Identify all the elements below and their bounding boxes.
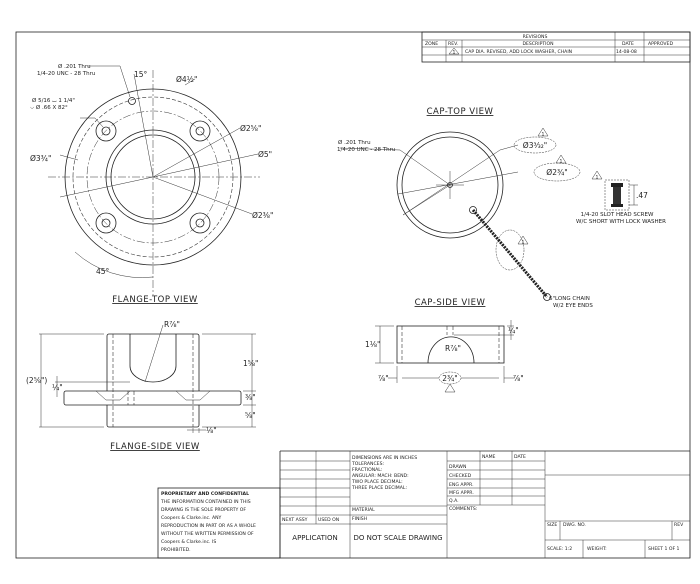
scale-label: SCALE: 1:2 bbox=[547, 546, 572, 552]
dim-angle-45: 45° bbox=[96, 267, 110, 276]
rev-header-rev: REV. bbox=[448, 41, 458, 47]
dim-dia-a: Ø2⅝" bbox=[240, 124, 261, 133]
tolerance-text: ANGULAR: MACH: BEND: bbox=[352, 473, 409, 479]
used-on-label: USED ON bbox=[318, 517, 339, 523]
flange-top-view-title: FLANGE-TOP VIEW bbox=[112, 295, 198, 305]
tolerance-text: DIMENSIONS ARE IN INCHES bbox=[352, 455, 417, 461]
dim-height-top: 1⅝" bbox=[243, 359, 259, 368]
dim-cap-left: ⅞" bbox=[378, 374, 389, 383]
chain-note-ends: W/2 EYE ENDS bbox=[553, 303, 593, 309]
rev-header-description: DESCRIPTION bbox=[522, 41, 553, 47]
cap-side-view: CAP-SIDE VIEW 1⅛" R⅞" ¼" ⅞" 2¾" ⅞" R⅞" bbox=[365, 298, 524, 393]
cap-hole-note: Ø .201 Thru bbox=[338, 139, 371, 146]
cap-top-view-title: CAP-TOP VIEW bbox=[427, 107, 494, 117]
dim-radius: R⅞" bbox=[164, 320, 180, 329]
proprietary-text: THE INFORMATION CONTAINED IN THIS bbox=[160, 499, 251, 505]
screw-note-washer: W/C SHORT WITH LOCK WASHER bbox=[576, 219, 666, 225]
cap-side-view-title: CAP-SIDE VIEW bbox=[415, 298, 486, 308]
dim-cap-height: 1⅛" bbox=[365, 340, 381, 349]
dim-cap-dia-inner: Ø2¾" bbox=[546, 168, 567, 177]
dim-cap-right: ⅞" bbox=[513, 374, 524, 383]
dwg-no-label: DWG. NO. bbox=[563, 522, 586, 528]
screw-icon bbox=[604, 179, 638, 211]
chain-note: 6"LONG CHAIN bbox=[549, 296, 590, 302]
revision-triangle-icon: 1 bbox=[448, 47, 460, 56]
proprietary-text: PROHIBITED. bbox=[161, 547, 191, 553]
dim-wall: ⅛" bbox=[206, 426, 217, 435]
svg-text:1: 1 bbox=[453, 50, 456, 56]
hole-note: Ø .201 Thru bbox=[58, 63, 91, 70]
revision-triangle-icon: 1 bbox=[591, 170, 603, 181]
rev-label: REV bbox=[674, 522, 684, 528]
sheet-label: SHEET 1 OF 1 bbox=[648, 546, 680, 552]
svg-text:1: 1 bbox=[542, 132, 545, 138]
dim-cap-dia-outer: Ø3³⁄₃₂" bbox=[523, 141, 547, 150]
tolerance-text: TOLERANCES: bbox=[351, 461, 384, 467]
approval-checked: CHECKED bbox=[449, 473, 472, 479]
title-block: PROPRIETARY AND CONFIDENTIAL THE INFORMA… bbox=[157, 450, 691, 559]
countersink-note-angle: ⌵ Ø .66 X 82° bbox=[30, 104, 68, 111]
dim-cap-radius: R⅞" bbox=[445, 344, 461, 353]
dim-overall-height: (2⅝") bbox=[26, 376, 47, 385]
dim-dia-left: Ø3¾" bbox=[30, 154, 51, 163]
drawing-frame bbox=[15, 31, 691, 559]
dim-dia-b: Ø5" bbox=[258, 150, 272, 159]
tolerance-text: THREE PLACE DECIMAL: bbox=[351, 485, 407, 491]
revision-date: 14-08-08 bbox=[616, 49, 637, 55]
dim-cap-top: ¼" bbox=[508, 326, 519, 335]
svg-text:1: 1 bbox=[596, 175, 599, 181]
dim-angle-15: 15° bbox=[134, 70, 148, 79]
date-header: DATE bbox=[514, 454, 526, 460]
material-label: MATERIAL bbox=[352, 507, 375, 513]
revision-triangle-icon: 1 bbox=[517, 235, 529, 246]
rev-header-zone: ZONE bbox=[425, 41, 438, 47]
proprietary-text: WITHOUT THE WRITTEN PERMISSION OF bbox=[161, 531, 254, 537]
dim-screw: .47 bbox=[636, 191, 648, 200]
proprietary-text: DRAWING IS THE SOLE PROPERTY OF bbox=[161, 507, 246, 513]
rev-header-approved: APPROVED bbox=[648, 41, 673, 47]
revision-triangle-icon: R⅞" bbox=[444, 383, 456, 393]
revision-triangle-icon: 1 bbox=[537, 127, 549, 138]
tolerance-text: TWO PLACE DECIMAL: bbox=[351, 479, 403, 485]
flange-side-view-title: FLANGE-SIDE VIEW bbox=[110, 442, 200, 452]
cap-top-view: CAP-TOP VIEW Ø3³⁄₃₂" Ø2¾" Ø .201 Thru 1/… bbox=[337, 107, 666, 309]
dim-flange-thickness: ⅜" bbox=[245, 393, 256, 402]
size-label: SIZE bbox=[547, 522, 557, 528]
svg-text:1: 1 bbox=[522, 240, 525, 246]
approval-mfg: MFG APPR. bbox=[449, 490, 474, 496]
svg-text:1: 1 bbox=[560, 159, 563, 165]
approval-drawn: DRAWN bbox=[449, 464, 466, 470]
revision-triangle-icon: 1 bbox=[555, 154, 567, 165]
revisions-table: REVISIONS ZONE REV. DESCRIPTION DATE APP… bbox=[421, 31, 691, 63]
dim-dia-outer: Ø4½" bbox=[176, 75, 197, 84]
cap-hole-note-thread: 1/4-20 UNC - 28 Thru bbox=[337, 147, 395, 153]
flange-top-view: 15° 45° Ø .201 Thru 1/4-20 UNC - 28 Thru… bbox=[30, 63, 273, 305]
proprietary-text: Coopers & Clarke.inc. ANY bbox=[161, 515, 222, 521]
name-header: NAME bbox=[482, 454, 496, 460]
finish-label: FINISH bbox=[352, 516, 367, 522]
revision-description: CAP DIA. REVISED, ADD LOCK WASHER, CHAIN bbox=[465, 49, 572, 55]
proprietary-text: REPRODUCTION IN PART OR AS A WHOLE bbox=[161, 523, 256, 529]
dim-cap-width: 2¾" bbox=[442, 374, 458, 383]
chain-icon bbox=[469, 206, 551, 301]
do-not-scale-label: DO NOT SCALE DRAWING bbox=[353, 534, 442, 542]
dim-bottom: ⅝" bbox=[245, 411, 256, 420]
approval-qa: Q.A. bbox=[449, 498, 459, 504]
revisions-title: REVISIONS bbox=[523, 34, 548, 40]
dim-dia-c: Ø2⅜" bbox=[252, 211, 273, 220]
weight-label: WEIGHT: bbox=[587, 546, 607, 552]
screw-note: 1/4-20 SLOT HEAD SCREW bbox=[581, 212, 654, 218]
tolerance-text: FRACTIONAL: bbox=[352, 467, 383, 473]
next-assy-label: NEXT ASSY bbox=[282, 517, 308, 523]
proprietary-title: PROPRIETARY AND CONFIDENTIAL bbox=[161, 491, 249, 497]
hole-note-thread: 1/4-20 UNC - 28 Thru bbox=[37, 71, 95, 77]
dim-step: ¼" bbox=[52, 383, 63, 392]
comments-label: COMMENTS: bbox=[449, 506, 478, 512]
flange-side-view: R⅞" 1⅝" (2⅝") ¼" ⅜" ⅝" ⅛" FLANGE-SIDE VI… bbox=[26, 320, 259, 452]
approval-eng: ENG APPR. bbox=[449, 482, 474, 488]
proprietary-text: Coopers & Clarke.inc. IS bbox=[161, 539, 216, 545]
application-label: APPLICATION bbox=[292, 534, 337, 542]
countersink-note: Ø 5/16 ⌴ 1 1/4" bbox=[32, 97, 75, 104]
rev-header-date: DATE bbox=[622, 41, 634, 47]
